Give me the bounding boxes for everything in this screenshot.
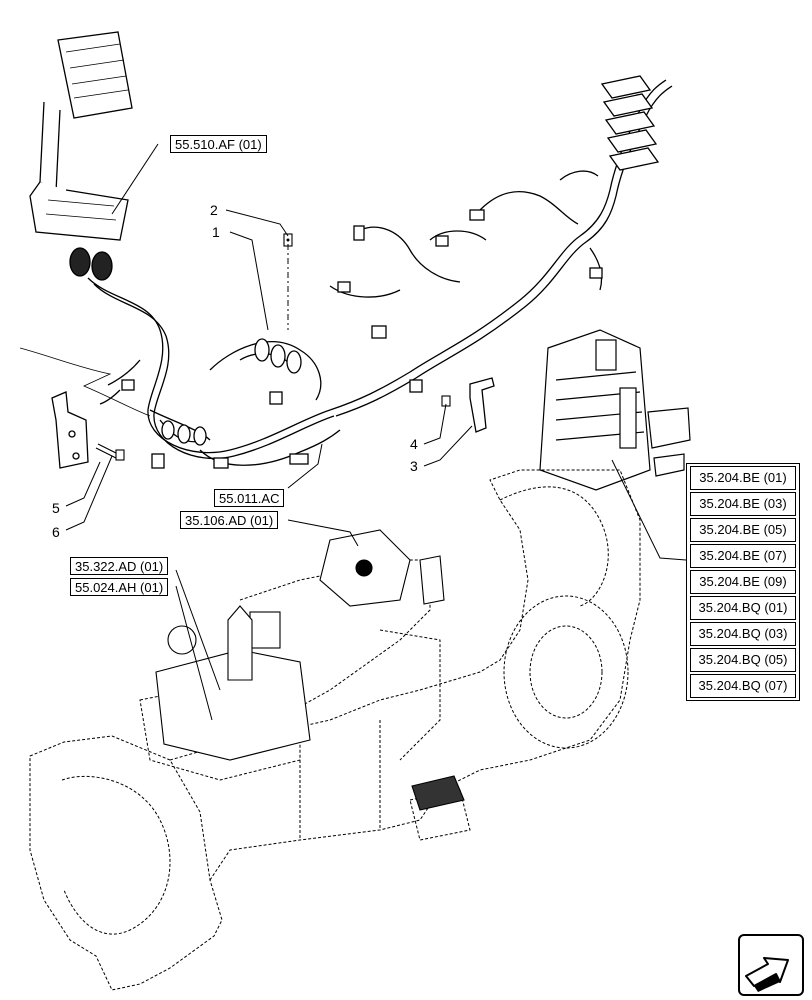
ref-35-106-ad[interactable]: 35.106.AD (01) (180, 511, 279, 529)
ref-stack-item[interactable]: 35.204.BE (03) (690, 492, 796, 516)
transmission-housing (29, 469, 641, 991)
ref-stack-item[interactable]: 35.204.BQ (03) (690, 622, 796, 646)
callout-6: 6 (52, 524, 60, 540)
wiring-harness (29, 31, 673, 469)
callout-2: 2 (210, 202, 218, 218)
ref-35-322-ad[interactable]: 35.322.AD (01) (70, 557, 169, 575)
ref-stack-item[interactable]: 35.204.BQ (07) (690, 674, 796, 698)
small-markers (286, 238, 290, 242)
callout-1: 1 (212, 224, 220, 240)
arrow-icon (745, 957, 789, 992)
ref-stack-item[interactable]: 35.204.BE (07) (690, 544, 796, 568)
nav-arrow-button[interactable] (738, 934, 804, 996)
ref-stack-item[interactable]: 35.204.BE (01) (690, 466, 796, 490)
ref-stack-item[interactable]: 35.204.BQ (01) (690, 596, 796, 620)
ref-stack-item[interactable]: 35.204.BE (09) (690, 570, 796, 594)
bolt-6 (95, 443, 125, 461)
leader-lines (19, 143, 687, 721)
callout-4: 4 (410, 436, 418, 452)
control-valve-body (155, 529, 465, 811)
ref-55-510-af[interactable]: 55.510.AF (01) (170, 135, 267, 153)
ref-55-011-ac[interactable]: 55.011.AC (214, 489, 285, 507)
callout-3: 3 (410, 458, 418, 474)
callout-5: 5 (52, 500, 60, 516)
ref-55-024-ah[interactable]: 55.024.AH (01) (70, 578, 169, 596)
ref-stack-item[interactable]: 35.204.BE (05) (690, 518, 796, 542)
bracket-3 (469, 377, 495, 433)
ref-stack-item[interactable]: 35.204.BQ (05) (690, 648, 796, 672)
valve-stack (539, 329, 691, 491)
bracket-left (51, 391, 89, 469)
ref-stack: 35.204.BE (01) 35.204.BE (03) 35.204.BE … (686, 463, 800, 701)
